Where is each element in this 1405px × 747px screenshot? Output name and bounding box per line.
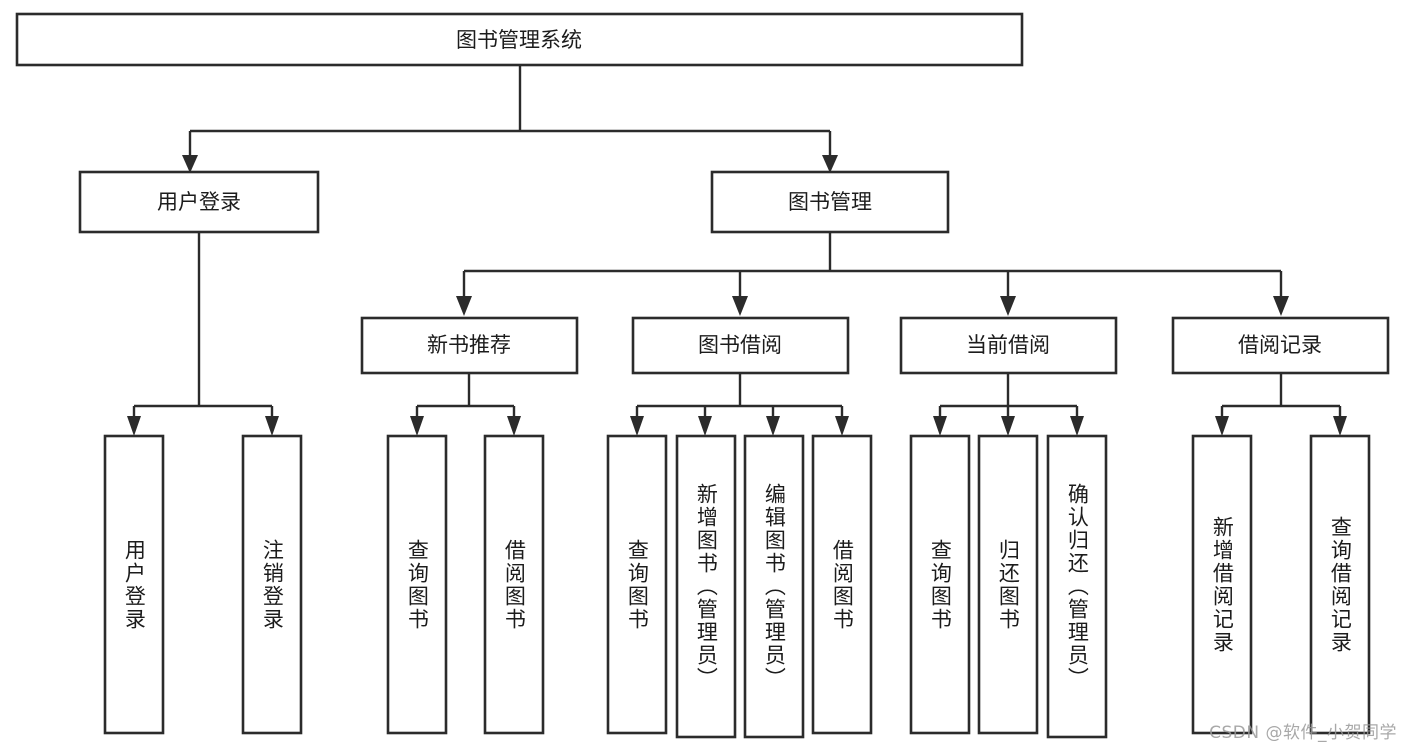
node-box-user-login[interactable] xyxy=(78,170,320,234)
node-box-leaf-query-record[interactable] xyxy=(1309,434,1371,735)
node-label-new-book-recommend: 新书推荐 xyxy=(427,333,511,357)
arrow-head-leaf-query-book-1 xyxy=(410,416,424,436)
node-box-borrow-record[interactable] xyxy=(1171,316,1390,375)
node-box-leaf-add-record[interactable] xyxy=(1191,434,1253,735)
arrow-head-leaf-confirm-return xyxy=(1070,416,1084,436)
node-box-new-book-recommend[interactable] xyxy=(360,316,579,375)
arrow-head-book-borrow xyxy=(732,296,748,316)
node-label-root: 图书管理系统 xyxy=(456,28,582,52)
arrow-head-leaf-borrow-book-2 xyxy=(835,416,849,436)
node-label-borrow-record: 借阅记录 xyxy=(1238,333,1322,357)
connector-group-user-login xyxy=(127,232,279,436)
node-label-book-manage: 图书管理 xyxy=(788,190,872,214)
arrow-head-user-login xyxy=(182,155,198,173)
node-label-current-borrow: 当前借阅 xyxy=(966,333,1050,357)
node-box-leaf-borrow-book-1[interactable] xyxy=(483,434,545,735)
node-box-leaf-query-book-2[interactable] xyxy=(606,434,668,735)
arrow-head-leaf-query-book-3 xyxy=(933,416,947,436)
node-box-leaf-borrow-book-2[interactable] xyxy=(811,434,873,735)
arrow-head-leaf-return-book xyxy=(1001,416,1015,436)
node-box-leaf-add-book[interactable] xyxy=(675,434,737,739)
node-box-leaf-return-book[interactable] xyxy=(977,434,1039,735)
arrow-head-leaf-user-logout xyxy=(265,416,279,436)
node-box-leaf-edit-book[interactable] xyxy=(743,434,805,739)
arrow-head-book-manage xyxy=(822,155,838,173)
connector-group-book-borrow xyxy=(630,373,849,436)
arrow-head-leaf-add-book xyxy=(698,416,712,436)
connector-group-current-borrow xyxy=(933,373,1084,436)
node-box-current-borrow[interactable] xyxy=(899,316,1118,375)
arrow-head-leaf-query-book-2 xyxy=(630,416,644,436)
node-box-book-borrow[interactable] xyxy=(631,316,850,375)
node-box-leaf-query-book-3[interactable] xyxy=(909,434,971,735)
arrow-head-leaf-user-login xyxy=(127,416,141,436)
connector-group-root xyxy=(182,65,838,173)
arrow-head-borrow-record xyxy=(1273,296,1289,316)
arrow-head-new-book-recommend xyxy=(456,296,472,316)
arrow-head-current-borrow xyxy=(1000,296,1016,316)
node-box-leaf-user-logout[interactable] xyxy=(241,434,303,735)
watermark-text: CSDN @软件_小贺同学 xyxy=(1209,723,1397,743)
connector-group-new-book-recommend xyxy=(410,373,521,436)
node-box-book-manage[interactable] xyxy=(710,170,950,234)
node-label-user-login: 用户登录 xyxy=(157,190,241,214)
arrow-head-leaf-edit-book xyxy=(766,416,780,436)
node-label-book-borrow: 图书借阅 xyxy=(698,333,782,357)
arrow-head-leaf-query-record xyxy=(1333,416,1347,436)
arrow-head-leaf-borrow-book-1 xyxy=(507,416,521,436)
node-box-leaf-confirm-return[interactable] xyxy=(1046,434,1108,739)
arrow-head-leaf-add-record xyxy=(1215,416,1229,436)
node-box-leaf-user-login[interactable] xyxy=(103,434,165,735)
connector-group-borrow-record xyxy=(1215,373,1347,436)
connector-group-book-manage xyxy=(456,232,1289,316)
node-box-root[interactable] xyxy=(15,12,1024,67)
node-box-leaf-query-book-1[interactable] xyxy=(386,434,448,735)
